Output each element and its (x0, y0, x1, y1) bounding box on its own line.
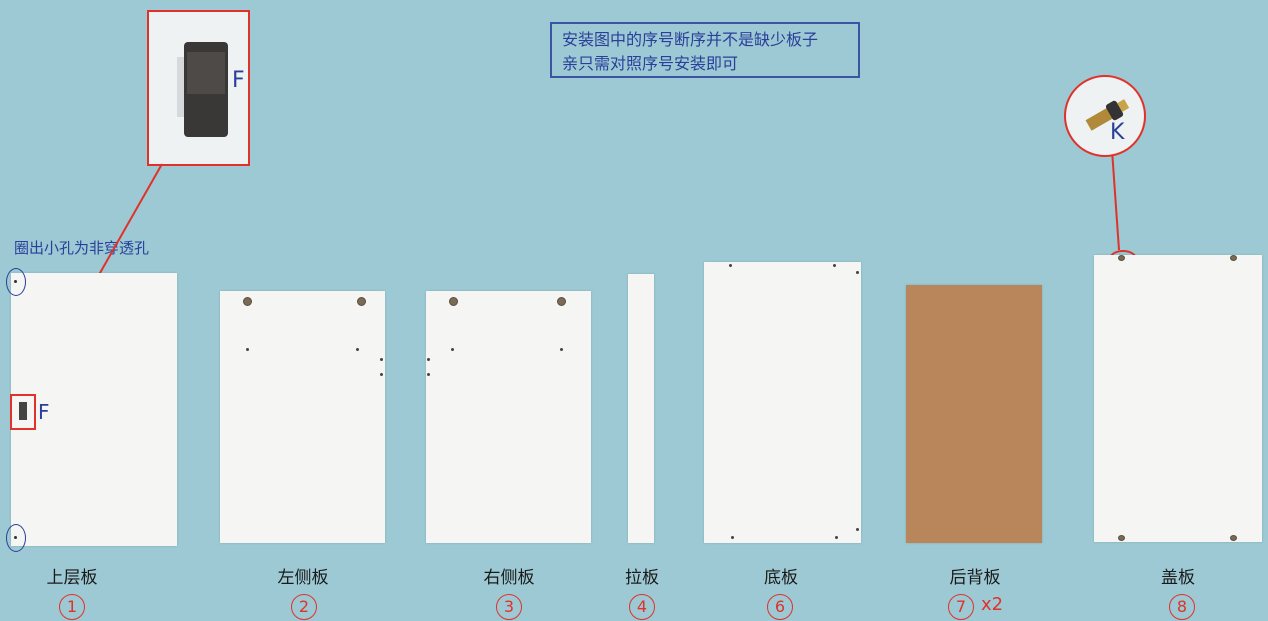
dowel-hole (427, 373, 430, 376)
f-label-panel: F (38, 400, 50, 424)
left-side-panel (220, 291, 385, 543)
part-name-1: 上层板 (46, 568, 98, 588)
f-connector-image (177, 42, 228, 137)
f-location-marker (10, 394, 36, 430)
part-name-8: 盖板 (1161, 568, 1195, 588)
part-name-3: 右侧板 (483, 568, 535, 588)
dowel-hole (356, 348, 359, 351)
dowel-hole (380, 358, 383, 361)
dowel-hole (427, 358, 430, 361)
cam-hole (1230, 255, 1237, 261)
dowel-hole (835, 536, 838, 539)
cam-hole (557, 297, 566, 306)
part-name-2: 左侧板 (277, 568, 329, 588)
k-zoom-callout (1064, 75, 1146, 157)
f-connector-icon (19, 402, 27, 420)
back-panel (906, 285, 1042, 543)
part-name-7: 后背板 (949, 568, 1001, 588)
dowel-hole (451, 348, 454, 351)
dowel-hole (856, 271, 859, 274)
cam-hole (1118, 535, 1125, 541)
note-line-1: 安装图中的序号断序并不是缺少板子 (562, 30, 819, 49)
right-side-panel (426, 291, 591, 543)
blind-hole-marker-bottom (6, 524, 26, 552)
dowel-hole (731, 536, 734, 539)
part-name-6: 底板 (764, 568, 798, 588)
dowel-hole (380, 373, 383, 376)
part-number-4: 4 (629, 594, 655, 620)
part-quantity-7: x2 (981, 594, 1004, 615)
part-number-6: 6 (767, 594, 793, 620)
dowel-hole (246, 348, 249, 351)
cam-hole (1230, 535, 1237, 541)
part-number-7: 7 (948, 594, 974, 620)
part-name-4: 拉板 (625, 568, 659, 588)
blind-hole-hint: 圈出小孔为非穿透孔 (14, 239, 150, 257)
dowel-hole (856, 528, 859, 531)
blind-hole-marker-top (6, 268, 26, 296)
pull-panel (628, 274, 654, 543)
dowel-hole (729, 264, 732, 267)
k-label: K (1110, 120, 1125, 145)
f-label-top: F (232, 68, 245, 93)
cam-hole (243, 297, 252, 306)
f-zoom-callout (147, 10, 250, 166)
top-panel (11, 273, 177, 546)
bottom-panel (704, 262, 861, 543)
part-number-2: 2 (291, 594, 317, 620)
part-number-1: 1 (59, 594, 85, 620)
cam-hole (449, 297, 458, 306)
cam-hole (357, 297, 366, 306)
instruction-note: 安装图中的序号断序并不是缺少板子 亲只需对照序号安装即可 (550, 22, 860, 78)
note-line-2: 亲只需对照序号安装即可 (562, 54, 739, 73)
cover-panel (1094, 255, 1262, 542)
k-bolt-image (1085, 99, 1130, 131)
part-number-3: 3 (496, 594, 522, 620)
cam-hole (1118, 255, 1125, 261)
dowel-hole (560, 348, 563, 351)
dowel-hole (833, 264, 836, 267)
part-number-8: 8 (1169, 594, 1195, 620)
